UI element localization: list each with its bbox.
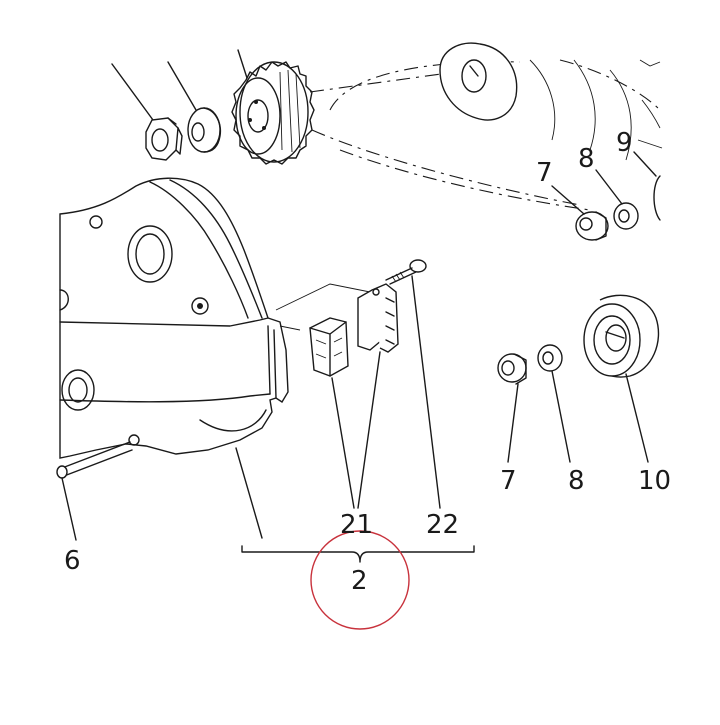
upper-right-leaders xyxy=(551,151,657,215)
toothed-pulley-part xyxy=(231,61,315,165)
bolt-6-part xyxy=(56,441,133,541)
lower-flange-nut xyxy=(497,353,527,463)
callout-10: 10 xyxy=(638,466,672,496)
projection-lines xyxy=(275,283,371,331)
washer-part xyxy=(187,107,222,153)
upper-flange-nut xyxy=(575,211,609,241)
assembly-brace xyxy=(241,545,475,563)
callout-8-lower: 8 xyxy=(568,466,585,496)
callout-8-upper: 8 xyxy=(578,144,595,174)
idler-pulley-part xyxy=(583,294,660,463)
hex-nut-part xyxy=(145,117,183,161)
top-leader-lines xyxy=(111,49,248,121)
callout-7-lower: 7 xyxy=(500,466,517,496)
highlight-circle xyxy=(310,530,410,630)
right-edge-fragments xyxy=(637,59,663,221)
callout-6: 6 xyxy=(64,546,81,576)
callout-7-upper: 7 xyxy=(536,158,553,188)
timing-cover-housing xyxy=(59,177,289,459)
rubber-block-part xyxy=(309,317,349,377)
callout-9: 9 xyxy=(616,128,633,158)
pad-bracket-part xyxy=(357,283,399,353)
timing-belt-path xyxy=(309,59,661,211)
callout-21: 21 xyxy=(340,510,374,540)
upper-pulley-part xyxy=(439,42,632,161)
lower-washer xyxy=(537,344,571,463)
upper-washer xyxy=(613,202,639,230)
screw-22-part xyxy=(385,259,427,285)
callout-22: 22 xyxy=(426,510,460,540)
lower-center-leaders xyxy=(235,275,441,539)
callout-2: 2 xyxy=(351,566,368,596)
